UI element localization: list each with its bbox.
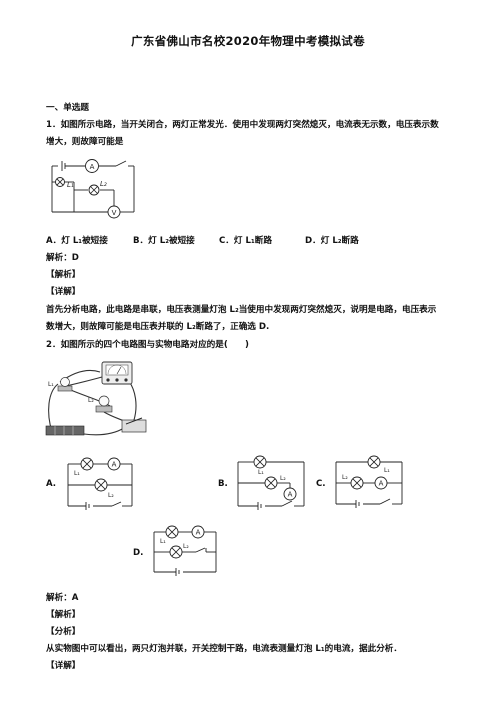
q2c-lamp-l2: L₂ (342, 474, 364, 490)
q2c-l1-label: L₁ (384, 467, 390, 474)
q2-physical-circuit-photo: L₁ L₂ (45, 361, 147, 436)
q2-circuit-b: L₁ L₂ A (237, 455, 305, 510)
q2d-ammeter: A (191, 525, 205, 539)
q2-circuit-d: L₁ A L₂ (153, 525, 217, 576)
q2a-lamp-l2: L₂ (94, 478, 114, 499)
q2d-ammeter-label: A (196, 529, 201, 537)
q1-circuit-diagram: A L₁ L₂ V (51, 159, 135, 219)
q2c-ammeter: A (374, 476, 388, 490)
q2-photo-l1-label: L₁ (48, 381, 54, 388)
q2b-l1-label: L₁ (258, 469, 264, 476)
q2a-ammeter-label: A (112, 461, 117, 469)
q2a-l2-label: L₂ (108, 492, 114, 499)
q2-photo-lamp-l2: L₂ (88, 395, 113, 413)
q1-detail-line1: 首先分析电路，此电路是串联，电压表测量灯泡 L₂当使用中发现两灯突然熄灭，说明是… (46, 305, 437, 315)
q2-stem: 2．如图所示的四个电路图与实物电路对应的是( ) (46, 340, 249, 350)
q2-circuit-a: L₁ A L₂ (67, 457, 133, 510)
q2-option-a-letter: A. (46, 479, 57, 489)
q2b-lamp-l2: L₂ (264, 475, 286, 490)
q2d-l2-label: L₂ (183, 543, 189, 550)
q1-option-b: B．灯 L₂被短接 (133, 236, 195, 246)
section-heading: 一、单选题 (46, 103, 89, 113)
q2b-l2-label: L₂ (280, 475, 286, 482)
q2d-l1-label: L₁ (160, 538, 166, 545)
q2-option-c-letter: C. (316, 479, 326, 489)
q2-option-b-letter: B. (218, 479, 228, 489)
q2-photo-ammeter (101, 361, 133, 385)
q2-analyze-tag: 【分析】 (46, 627, 81, 637)
q2-photo-l2-label: L₂ (88, 397, 94, 404)
q2a-lamp-l1: L₁ (74, 457, 94, 477)
q2b-ammeter: A (283, 487, 297, 501)
q1-ammeter: A (85, 159, 99, 173)
q2-option-d-letter: D. (133, 548, 144, 558)
q2-circuit-c: L₁ L₂ A (335, 455, 403, 508)
q1-option-d: D．灯 L₂断路 (305, 236, 359, 246)
q2-analyze-text: 从实物图中可以看出，两只灯泡并联，开关控制干路，电流表测量灯泡 L₁的电流，据此… (46, 644, 402, 654)
q1-lamp-l2: L₂ (88, 180, 107, 196)
q1-answer: 解析：D (46, 253, 79, 263)
q2a-ammeter: A (107, 457, 121, 471)
q1-stem-line1: 1．如图所示电路，当开关闭合，两灯正常发光．使用中发现两灯突然熄灭，电流表无示数… (46, 120, 439, 130)
q2-photo-switch (121, 417, 147, 433)
q2b-lamp-l1: L₁ (253, 455, 267, 476)
q1-voltmeter: V (107, 205, 121, 219)
q1-analysis-tag: 【解析】 (46, 270, 81, 280)
q1-detail-tag: 【详解】 (46, 287, 81, 297)
q2c-l2-label: L₂ (342, 474, 348, 481)
q2b-ammeter-label: A (288, 491, 293, 499)
q1-l1-label: L₁ (67, 181, 74, 189)
q2-photo-battery (45, 425, 85, 436)
q1-stem-line2: 增大，则故障可能是 (46, 137, 124, 147)
q1-option-c: C．灯 L₁断路 (219, 236, 272, 246)
q2-detail-tag: 【详解】 (46, 661, 81, 671)
q1-voltmeter-label: V (112, 209, 117, 217)
q2d-lamp-top: L₁ (160, 525, 179, 545)
q2c-lamp-l1: L₁ (367, 455, 390, 474)
q2-answer: 解析：A (46, 593, 79, 603)
q2a-l1-label: L₁ (74, 470, 80, 477)
page-title: 广东省佛山市名校2020年物理中考模拟试卷 (131, 34, 365, 48)
q1-option-a: A．灯 L₁被短接 (46, 236, 108, 246)
q1-l2-label: L₂ (100, 180, 107, 188)
q1-detail-line2: 数增大，则故障可能是电压表并联的 L₂断路了，正确选 D. (46, 322, 270, 332)
q2d-lamp-l2: L₂ (169, 543, 189, 559)
q2-photo-lamp-l1: L₁ (48, 377, 73, 392)
q2c-ammeter-label: A (379, 480, 384, 488)
q1-ammeter-label: A (90, 163, 95, 171)
q1-lamp-l1: L₁ (55, 177, 74, 189)
q2-analysis-tag: 【解析】 (46, 610, 81, 620)
